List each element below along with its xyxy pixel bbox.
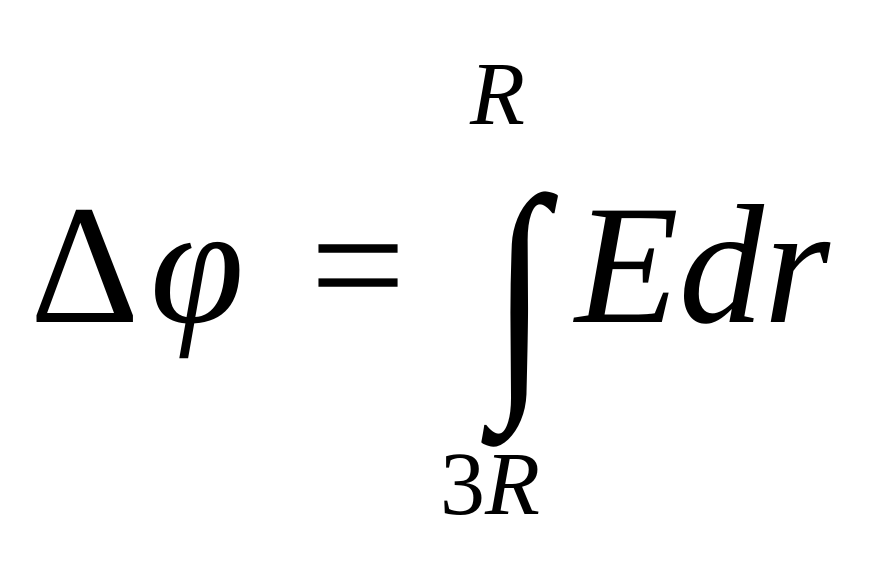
equals-sign: = [310,171,406,359]
delta-symbol: Δ [30,171,140,359]
lower-limit-coefficient: 3 [440,435,485,534]
integral-sign: ∫ [492,146,548,434]
phi-symbol: φ [150,171,245,359]
integral-lower-limit: 3R [440,440,540,530]
integrand: Edr [575,171,830,359]
lower-limit-symbol: R [485,435,540,534]
integral-upper-limit: R [470,45,525,144]
